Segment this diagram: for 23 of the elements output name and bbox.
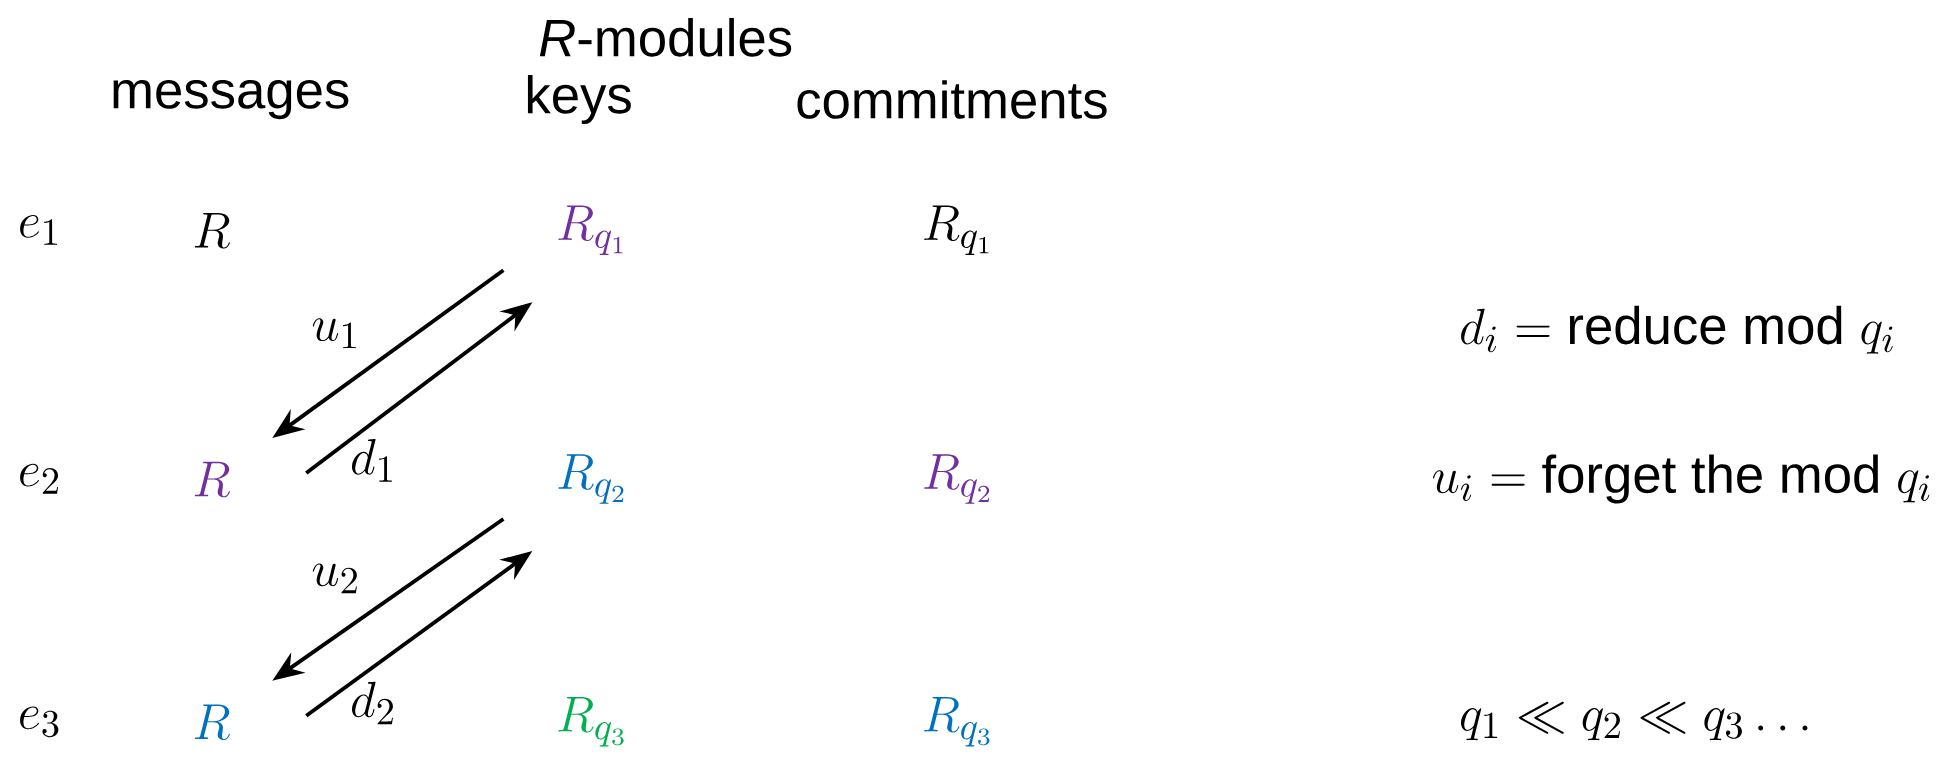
row-label: $e_1$	[20, 215, 57, 245]
column-heading: keys	[527, 74, 631, 125]
edge-label: $u_1$	[312, 318, 356, 349]
math-label: $R_{q_2}$	[558, 454, 624, 504]
row-label: $e_3$	[20, 706, 59, 738]
math-label: $R$	[194, 704, 230, 741]
math-label: $R_{q_1}$	[558, 205, 623, 255]
math-label: $R_{q_1}$	[924, 205, 989, 255]
equation: $q_1 \ll q_2 \ll q_3 \ldots$	[1461, 701, 1808, 741]
column-heading: R-modules	[539, 17, 792, 57]
column-heading: commitments	[797, 80, 1107, 119]
equation: $u_i = \text{forget the mod } q_i$	[1433, 454, 1930, 504]
column-heading: messages	[113, 79, 349, 120]
row-label: $e_2$	[20, 463, 59, 494]
math-label: $R$	[194, 212, 230, 249]
math-label: $R$	[194, 461, 230, 498]
edge-label: $u_2$	[312, 563, 357, 594]
math-label: $R_{q_3}$	[924, 696, 990, 747]
edge-label: $d_2$	[352, 681, 393, 725]
equation: $d_i = \text{reduce mod } q_i$	[1461, 305, 1893, 354]
math-label: $R_{q_3}$	[558, 696, 624, 747]
math-label: $R_{q_2}$	[924, 454, 990, 504]
edge-label: $d_1$	[352, 439, 392, 482]
